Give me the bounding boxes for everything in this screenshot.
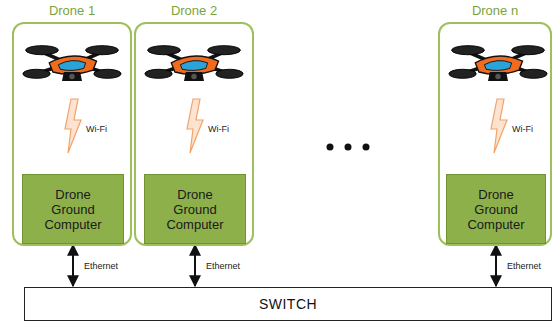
ethernet-label: Ethernet bbox=[83, 261, 119, 271]
drone-box: Drone 2Wi-FiDrone Ground Computer bbox=[134, 22, 254, 246]
switch-label: SWITCH bbox=[259, 296, 317, 312]
ground-computer-box: Drone Ground Computer bbox=[22, 174, 124, 244]
ethernet-link bbox=[72, 245, 74, 286]
computer-label: Drone Ground Computer bbox=[460, 187, 532, 232]
ellipsis-dot bbox=[345, 144, 352, 151]
drone-title: Drone 2 bbox=[136, 3, 252, 18]
drone-picture bbox=[145, 46, 243, 81]
wifi-bolt bbox=[491, 99, 507, 153]
drone-picture bbox=[449, 46, 547, 81]
drone-box: Drone nWi-FiDrone Ground Computer bbox=[438, 22, 552, 246]
wifi-label: Wi-Fi bbox=[86, 124, 107, 134]
wifi-bolt bbox=[187, 99, 203, 153]
ethernet-label: Ethernet bbox=[506, 261, 542, 271]
wifi-label: Wi-Fi bbox=[208, 124, 229, 134]
ground-computer-box: Drone Ground Computer bbox=[446, 174, 546, 244]
wifi-label: Wi-Fi bbox=[512, 124, 533, 134]
ellipsis-dot bbox=[363, 144, 370, 151]
drone-box: Drone 1Wi-FiDrone Ground Computer bbox=[12, 22, 132, 246]
ellipsis-dot bbox=[327, 144, 334, 151]
drone-title: Drone 1 bbox=[14, 3, 130, 18]
computer-label: Drone Ground Computer bbox=[37, 187, 109, 232]
switch-box: SWITCH bbox=[24, 287, 552, 321]
ethernet-link bbox=[194, 245, 196, 286]
drone-title: Drone n bbox=[440, 3, 550, 18]
ethernet-label: Ethernet bbox=[205, 261, 241, 271]
wifi-bolt bbox=[65, 99, 81, 153]
drone-picture bbox=[23, 46, 121, 81]
computer-label: Drone Ground Computer bbox=[159, 187, 231, 232]
ethernet-link bbox=[495, 245, 497, 286]
ground-computer-box: Drone Ground Computer bbox=[144, 174, 246, 244]
